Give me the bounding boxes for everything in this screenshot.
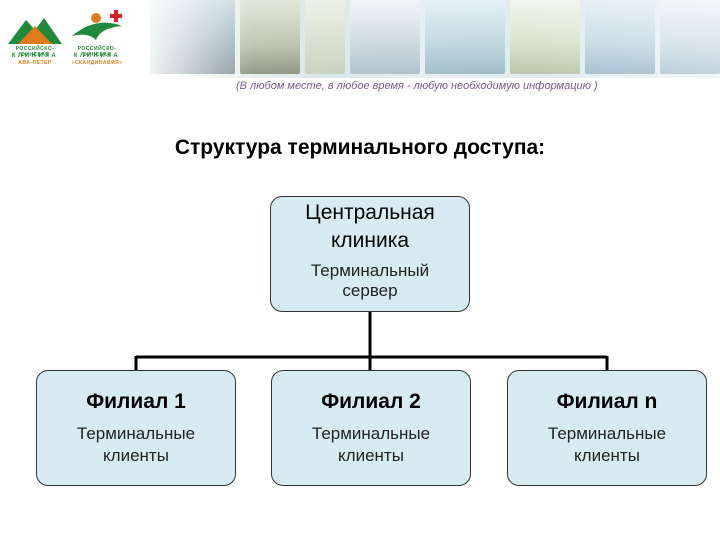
banner-fade: [0, 0, 720, 78]
logo-line1: РОССИЙСКО-ФИНСКАЯ: [77, 46, 117, 58]
branch-subtitle: Терминальные клиенты: [311, 424, 431, 465]
branch-box-n: Филиал n Терминальные клиенты: [507, 370, 707, 486]
branch-title: Филиал n: [556, 390, 658, 413]
central-clinic-title: Центральная клиника: [305, 201, 435, 252]
logo-line1: РОССИЙСКО-ФИНСКАЯ: [15, 46, 55, 58]
central-clinic-box: Центральная клиника Терминальный сервер: [270, 196, 470, 312]
branch-subtitle: Терминальные клиенты: [547, 424, 667, 465]
person-logo-icon: [72, 10, 122, 40]
scandinavia-logo: РОССИЙСКО-ФИНСКАЯ КЛИНИКА «СКАНДИНАВИЯ»: [66, 10, 128, 70]
slide-title: Структура терминального доступа:: [174, 136, 546, 159]
branch-title: Филиал 1: [86, 390, 186, 413]
mountain-logo-icon: [8, 18, 62, 44]
branch-title: Филиал 2: [321, 390, 421, 413]
logo-line2: КЛИНИКА: [11, 53, 59, 59]
central-clinic-subtitle: Терминальный сервер: [310, 261, 430, 300]
logo-line3: АВА-ПЕТЕР: [18, 60, 52, 66]
ava-peter-logo: РОССИЙСКО-ФИНСКАЯ КЛИНИКА АВА-ПЕТЕР: [4, 10, 66, 70]
logo-line3: «СКАНДИНАВИЯ»: [71, 60, 123, 66]
branch-box-1: Филиал 1 Терминальные клиенты: [36, 370, 236, 486]
branch-subtitle: Терминальные клиенты: [76, 424, 196, 465]
tagline: (В любом месте, в любое время - любую не…: [236, 80, 598, 92]
logo-line2: КЛИНИКА: [73, 53, 121, 59]
branch-box-2: Филиал 2 Терминальные клиенты: [271, 370, 471, 486]
header-banner: РОССИЙСКО-ФИНСКАЯ КЛИНИКА АВА-ПЕТЕР РОСС…: [0, 0, 720, 78]
